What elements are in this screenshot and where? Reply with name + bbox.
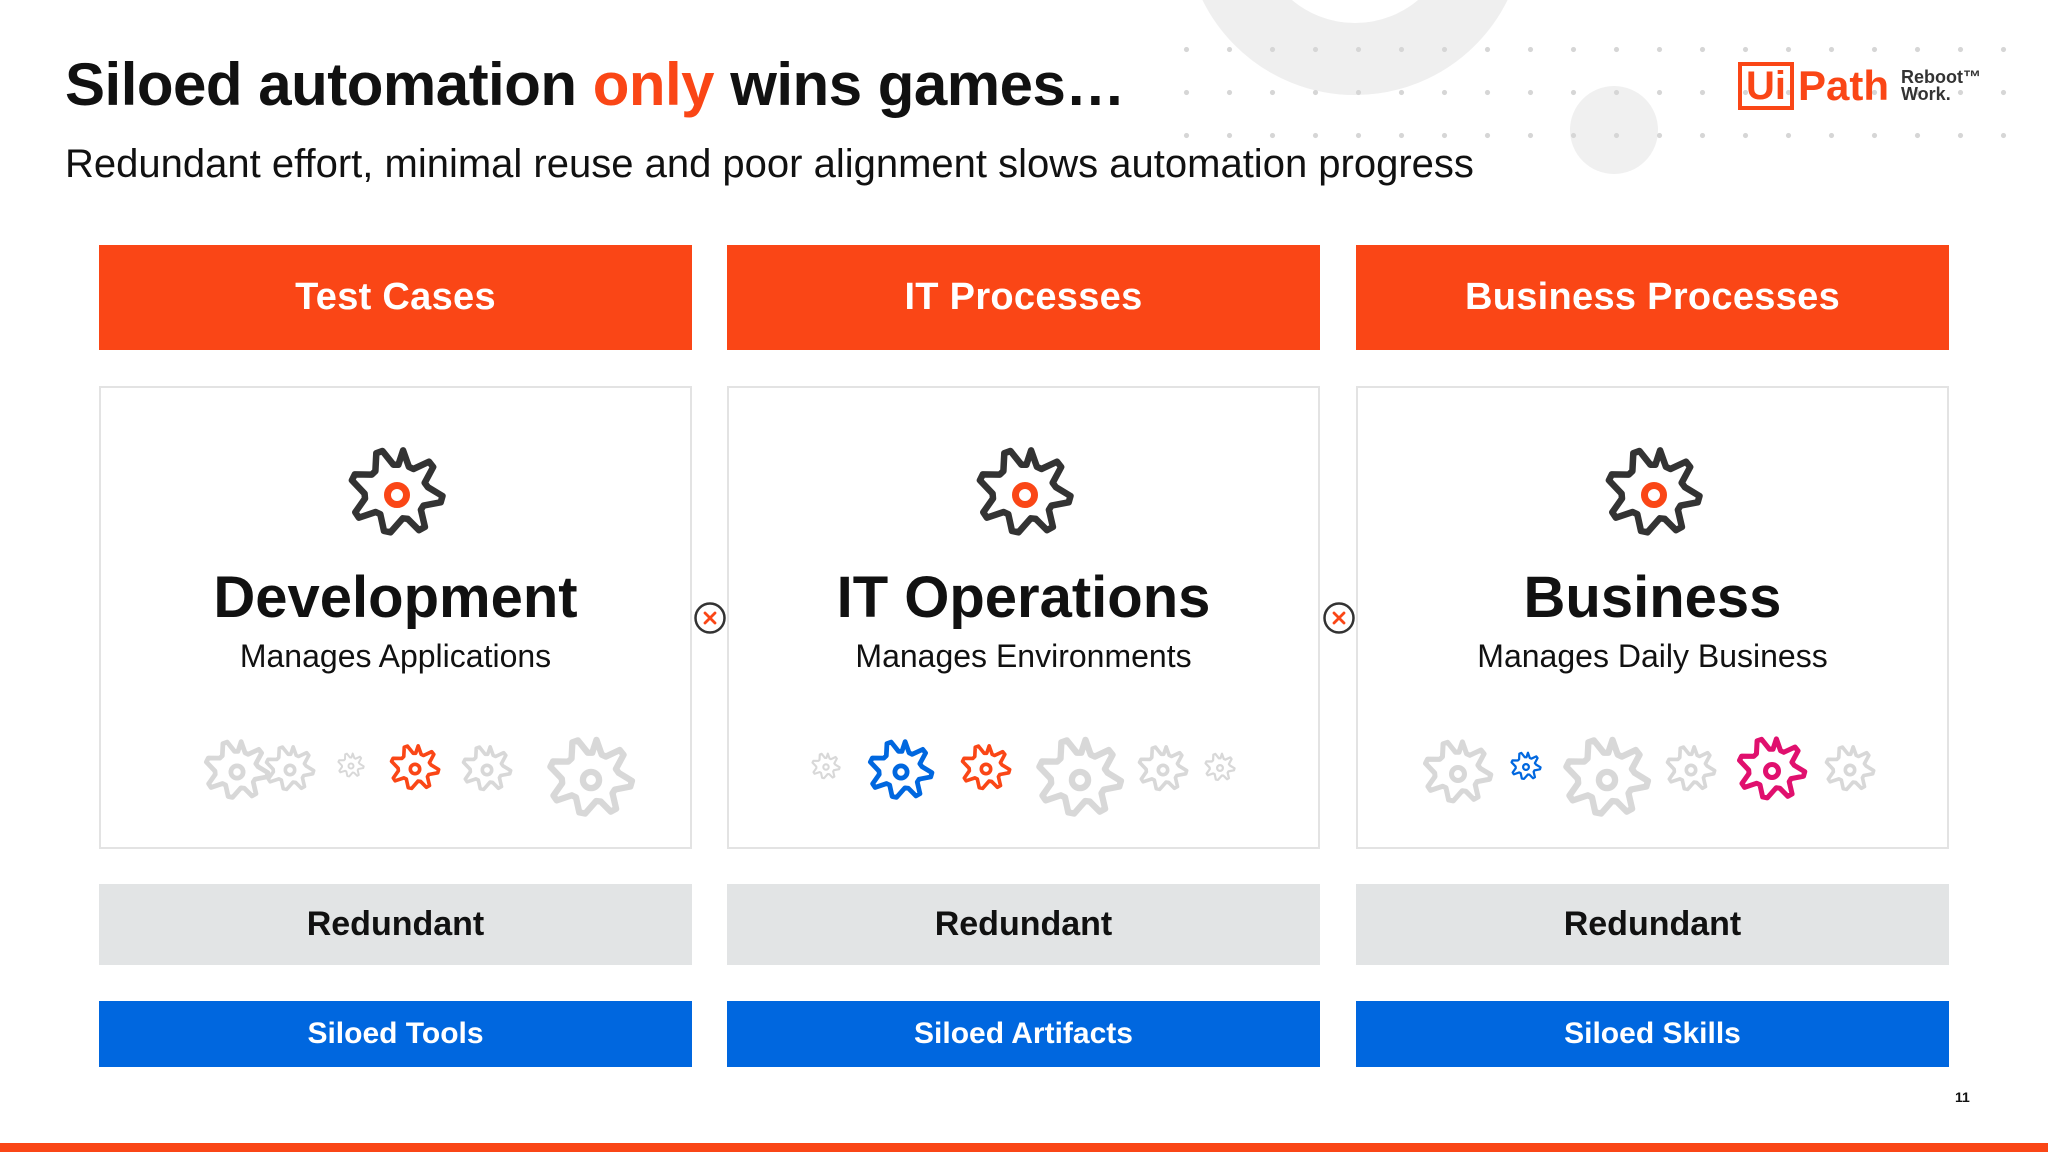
small-gear-icon (203, 738, 271, 806)
small-gear-icon (337, 752, 365, 780)
team-card: Development Manages Applications (99, 386, 692, 849)
logo-brand-box: Ui (1738, 62, 1794, 110)
column-header: Test Cases (99, 245, 692, 350)
small-gear-icon (546, 735, 636, 825)
small-gear-icon (461, 744, 513, 796)
small-gears-row (101, 388, 694, 851)
decorative-dot-grid (1165, 28, 2025, 150)
redundant-label: Redundant (99, 884, 692, 965)
small-gear-icon (1422, 738, 1494, 810)
small-gear-icon (867, 738, 935, 806)
siloed-label: Siloed Tools (99, 1001, 692, 1067)
small-gear-icon (1137, 744, 1189, 796)
team-card: Business Manages Daily Business (1356, 386, 1949, 849)
title-prefix: Siloed automation (65, 51, 593, 118)
redundant-label: Redundant (727, 884, 1320, 965)
page-number: 11 (1955, 1089, 1970, 1105)
small-gear-icon (1510, 751, 1542, 783)
small-gear-icon (1035, 735, 1125, 825)
team-card: IT Operations Manages Environments (727, 386, 1320, 849)
bottom-accent-bar (0, 1143, 2048, 1152)
small-gear-icon (1665, 744, 1717, 796)
title-suffix: wins games… (714, 51, 1125, 118)
column-header: IT Processes (727, 245, 1320, 350)
small-gear-icon (1824, 744, 1876, 796)
slide-subtitle: Redundant effort, minimal reuse and poor… (65, 142, 1474, 186)
small-gear-icon (1736, 735, 1808, 807)
slide-title: Siloed automation only wins games… (65, 50, 1125, 119)
title-highlight: only (592, 51, 715, 118)
small-gear-icon (264, 744, 316, 796)
logo-tagline-line2: Work. (1901, 84, 1951, 104)
logo-tagline-line1: Reboot™ (1901, 67, 1982, 87)
team-subtitle: Manages Environments (855, 638, 1192, 674)
column-it-operations: IT Processes IT Operations Manages Envir… (727, 245, 1320, 1067)
column-header: Business Processes (1356, 245, 1949, 350)
siloed-label: Siloed Artifacts (727, 1001, 1320, 1067)
team-title: IT Operations (836, 565, 1211, 630)
team-subtitle: Manages Daily Business (1477, 638, 1828, 674)
team-title: Development (213, 565, 578, 630)
x-circle-icon (1323, 602, 1355, 634)
logo-brand-text: Path (1798, 62, 1890, 109)
column-development: Test Cases Development Manages Applicati… (99, 245, 692, 1067)
small-gears-row (1358, 388, 1951, 851)
x-circle-icon (694, 602, 726, 634)
small-gear-icon (811, 752, 841, 782)
team-subtitle: Manages Applications (239, 638, 552, 674)
small-gear-icon (389, 743, 441, 795)
logo-tagline: Reboot™ Work. (1901, 67, 1982, 104)
team-title: Business (1523, 565, 1782, 630)
small-gear-icon (1562, 735, 1652, 825)
small-gear-icon (1204, 752, 1236, 784)
column-business: Business Processes Business Manages Dail… (1356, 245, 1949, 1067)
uipath-logo: Ui Path Reboot™ Work. (1738, 58, 1981, 114)
small-gear-icon (960, 743, 1012, 795)
siloed-label: Siloed Skills (1356, 1001, 1949, 1067)
small-gears-row (729, 388, 1322, 851)
redundant-label: Redundant (1356, 884, 1949, 965)
